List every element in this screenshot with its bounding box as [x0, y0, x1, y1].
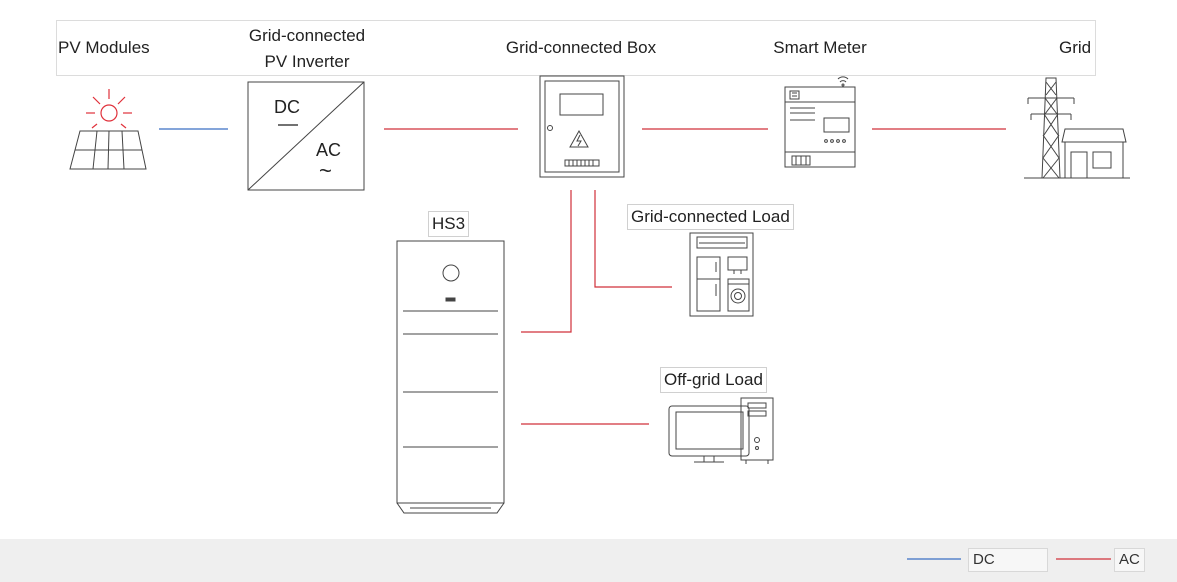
pv-panel-icon — [69, 130, 147, 170]
grid-box-icon — [539, 75, 625, 178]
legend-swatches — [907, 558, 1111, 560]
smart-meter-label: Smart Meter — [773, 38, 867, 57]
inverter-dc-symbol: DC — [274, 97, 300, 117]
grid-connected-load-label: Grid-connected Load — [627, 204, 794, 230]
legend-ac-label: AC — [1114, 548, 1145, 572]
legend-dc-label: DC — [968, 548, 1048, 572]
household-appliances-icon — [689, 232, 754, 317]
grid-box-label: Grid-connected Box — [505, 38, 657, 57]
inverter-icon — [247, 81, 365, 191]
computer-icon — [668, 397, 774, 464]
hs3-label: HS3 — [428, 211, 470, 237]
ac-line-box-grid-load — [594, 190, 672, 288]
wifi-icon — [837, 76, 849, 87]
pv-modules-label: PV Modules — [58, 38, 150, 57]
header-band — [56, 20, 1096, 76]
inverter-ac-symbol: AC — [316, 140, 341, 160]
system-diagram: DC AC ~ — [69, 75, 1130, 514]
grid-label: Grid — [1059, 38, 1092, 57]
smart-meter-icon — [784, 86, 856, 168]
off-grid-load-label: Off-grid Load — [660, 367, 767, 393]
inverter-ac-wave-symbol: ~ — [319, 158, 332, 183]
inverter-label-line1: Grid-connected — [248, 26, 366, 45]
building-icon — [1024, 128, 1130, 179]
hs3-battery-icon — [396, 240, 505, 514]
power-pylon-icon — [1027, 77, 1075, 179]
ac-line-box-hs3 — [521, 190, 572, 333]
sun-icon — [86, 89, 132, 129]
inverter-label-line2: PV Inverter — [264, 52, 350, 71]
